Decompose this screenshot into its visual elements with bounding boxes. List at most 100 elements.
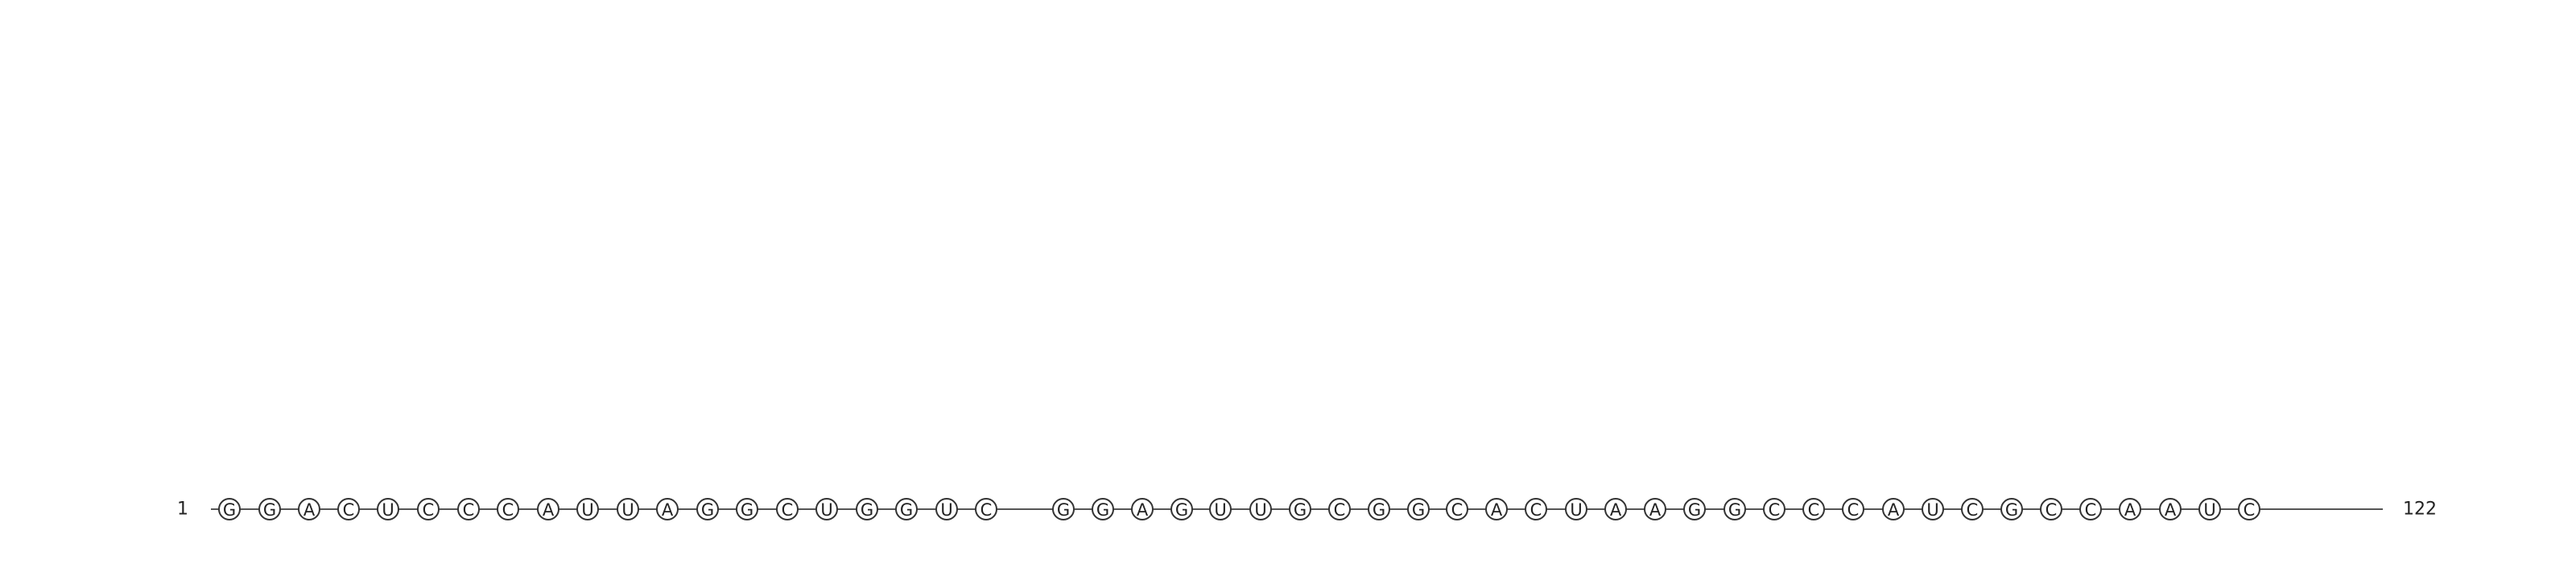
nucleotide: C — [1763, 498, 1785, 520]
nucleotide-circle — [736, 498, 758, 520]
nucleotide-letter: G — [1688, 500, 1701, 520]
nucleotide-circle — [656, 498, 679, 520]
nucleotide-circle — [1368, 498, 1390, 520]
nucleotide-circle — [895, 498, 918, 520]
nucleotide-letter: C — [1451, 500, 1463, 520]
nucleotide-circle — [696, 498, 719, 520]
nucleotide: A — [656, 498, 679, 520]
nucleotide-letter: G — [1728, 500, 1741, 520]
nucleotide: U — [935, 498, 958, 520]
nucleotide-letter: U — [820, 500, 832, 520]
nucleotide-circle — [1724, 498, 1746, 520]
nucleotide-letter: C — [463, 500, 475, 520]
nucleotide-letter: G — [1294, 500, 1307, 520]
nucleotide: G — [696, 498, 719, 520]
nucleotide-letter: G — [223, 500, 236, 520]
nucleotide-circle — [417, 498, 440, 520]
start-label: 1 — [177, 500, 188, 520]
nucleotide-circle — [1446, 498, 1468, 520]
nucleotide-circle — [1170, 498, 1193, 520]
nucleotide-letter: G — [1096, 500, 1109, 520]
nucleotide: A — [2119, 498, 2141, 520]
nucleotide: C — [1525, 498, 1547, 520]
nucleotide-letter: C — [423, 500, 435, 520]
nucleotide-circle — [1209, 498, 1232, 520]
nucleotide-letter: C — [1530, 500, 1542, 520]
nucleotide: A — [1882, 498, 1905, 520]
nucleotide-letter: G — [2005, 500, 2018, 520]
nucleotide: G — [1289, 498, 1311, 520]
nucleotide: G — [1683, 498, 1706, 520]
nucleotide: C — [417, 498, 440, 520]
nucleotide: A — [1604, 498, 1627, 520]
nucleotide: C — [2079, 498, 2102, 520]
nucleotide: U — [815, 498, 838, 520]
nucleotide-circle — [2238, 498, 2260, 520]
nucleotide: C — [2040, 498, 2062, 520]
nucleotide-letter: G — [741, 500, 753, 520]
nucleotide-circle — [815, 498, 838, 520]
nucleotide-letter: G — [263, 500, 276, 520]
nucleotide-letter: G — [701, 500, 714, 520]
nucleotide-letter: C — [782, 500, 794, 520]
nucleotide: G — [258, 498, 281, 520]
nucleotide-letter: G — [900, 500, 913, 520]
nucleotide-letter: U — [1254, 500, 1266, 520]
nucleotide-circle — [2040, 498, 2062, 520]
nucleotide-letter: C — [343, 500, 355, 520]
nucleotide-letter: U — [621, 500, 634, 520]
nucleotide-circle — [1328, 498, 1351, 520]
nucleotide: C — [975, 498, 997, 520]
nucleotide-letter: A — [662, 500, 674, 520]
nucleotide-circle — [1525, 498, 1547, 520]
nucleotide-circle — [1882, 498, 1905, 520]
nucleotide-circle — [1052, 498, 1075, 520]
nucleotide: C — [1328, 498, 1351, 520]
nucleotide-circle — [1961, 498, 1984, 520]
end-label: 122 — [2403, 500, 2437, 520]
nucleotide-circle — [1922, 498, 1944, 520]
nucleotide-letter: C — [1769, 500, 1781, 520]
nucleotide-letter: U — [581, 500, 593, 520]
nucleotide-circle — [856, 498, 878, 520]
nucleotide: A — [1485, 498, 1508, 520]
nucleotide-circle — [1092, 498, 1114, 520]
nucleotide-letter: C — [1808, 500, 1820, 520]
nucleotide-letter: U — [382, 500, 394, 520]
nucleotide: G — [1052, 498, 1075, 520]
nucleotide: A — [298, 498, 320, 520]
nucleotide: G — [1407, 498, 1430, 520]
nucleotide-letter: A — [1649, 500, 1662, 520]
nucleotide: U — [2198, 498, 2221, 520]
nucleotide-circle — [1249, 498, 1272, 520]
nucleotide-circle — [1644, 498, 1666, 520]
nucleotide-letter: C — [502, 500, 514, 520]
nucleotide: C — [776, 498, 799, 520]
nucleotide-circle — [2000, 498, 2023, 520]
nucleotide-letter: U — [1214, 500, 1226, 520]
nucleotide-circle — [776, 498, 799, 520]
nucleotide: G — [218, 498, 241, 520]
nucleotide: A — [2159, 498, 2182, 520]
nucleotide: C — [337, 498, 360, 520]
nucleotide-circle — [1289, 498, 1311, 520]
nucleotide: U — [1209, 498, 1232, 520]
nucleotide-circle — [218, 498, 241, 520]
nucleotide: U — [1249, 498, 1272, 520]
nucleotide: C — [2238, 498, 2260, 520]
nucleotide: G — [856, 498, 878, 520]
nucleotide-letter: C — [980, 500, 993, 520]
nucleotide-letter: C — [1334, 500, 1346, 520]
nucleotide: A — [537, 498, 559, 520]
nucleotide: C — [1802, 498, 1825, 520]
nucleotide: C — [457, 498, 480, 520]
nucleotide-letter: U — [940, 500, 952, 520]
nucleotide-letter: A — [2124, 500, 2136, 520]
nucleotide: G — [2000, 498, 2023, 520]
nucleotide-circle — [975, 498, 997, 520]
nucleotide-circle — [258, 498, 281, 520]
nucleotide-circle — [1407, 498, 1430, 520]
label-layer: 1 122 — [177, 500, 2437, 520]
